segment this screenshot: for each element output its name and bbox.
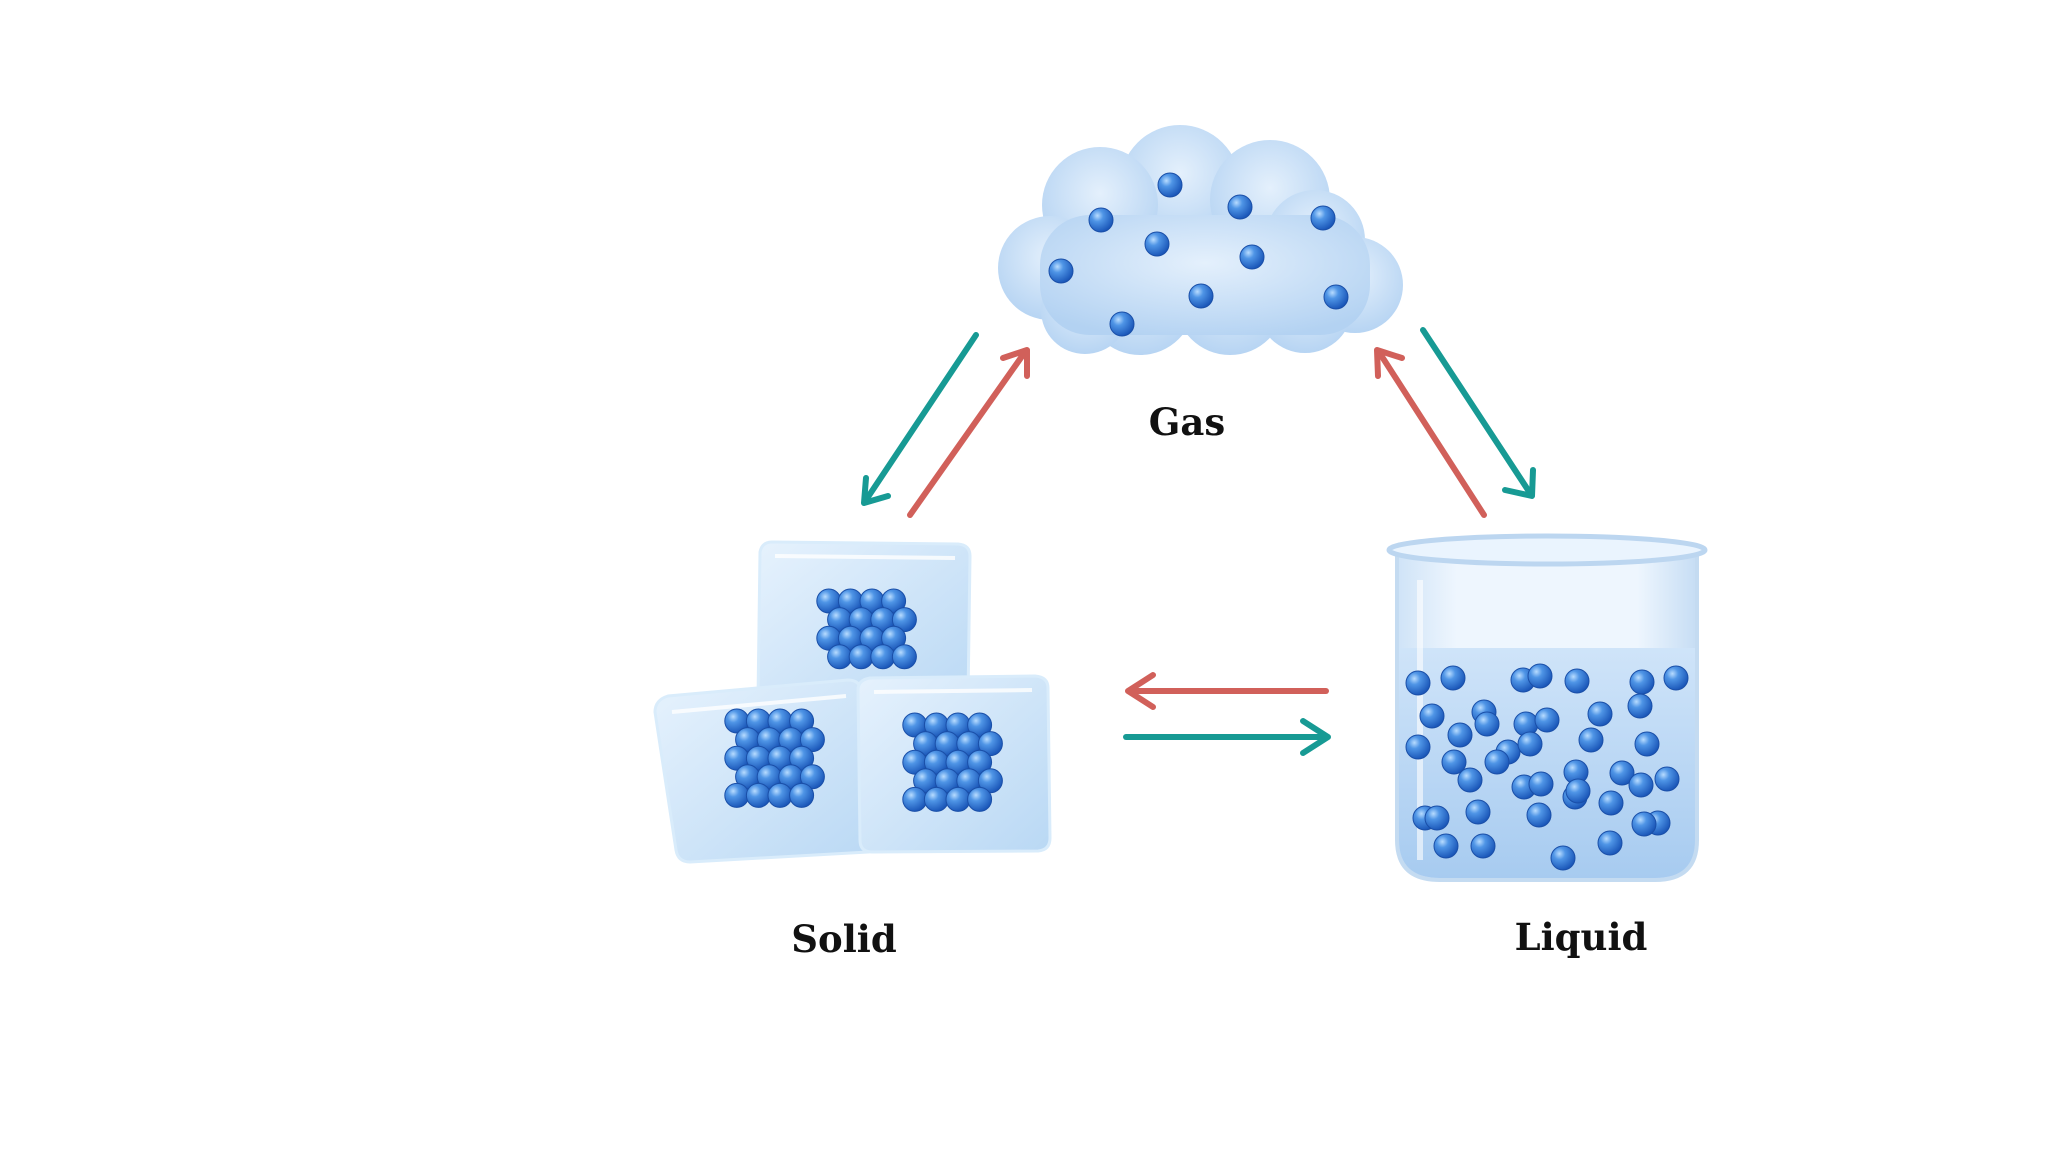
arrow-liquid-to-solid	[1125, 672, 1329, 710]
solid-particle	[745, 782, 771, 808]
liquid-particle	[1447, 722, 1473, 748]
gas-particle	[1144, 231, 1170, 257]
liquid-particle	[1609, 760, 1635, 786]
liquid-particle	[1628, 772, 1654, 798]
liquid-particle	[1474, 711, 1500, 737]
arrow-gas-to-solid	[861, 332, 979, 506]
liquid-particle	[1663, 665, 1689, 691]
liquid-particle	[1564, 668, 1590, 694]
arrow-solid-to-gas	[907, 347, 1030, 518]
liquid-particle	[1405, 670, 1431, 696]
liquid-particle	[1465, 799, 1491, 825]
arrow-liquid-to-gas	[1374, 347, 1487, 518]
liquid-particle	[1550, 845, 1576, 871]
solid-particle	[881, 588, 907, 614]
solid-particle	[977, 731, 1003, 757]
liquid-particle	[1578, 727, 1604, 753]
liquid-particle	[1441, 749, 1467, 775]
solid-particle	[827, 644, 853, 670]
liquid-particle	[1654, 766, 1680, 792]
solid-particle	[870, 644, 896, 670]
gas-particle	[1239, 244, 1265, 270]
liquid-label: Liquid	[1514, 915, 1648, 959]
arrow-solid-to-liquid	[1123, 718, 1331, 756]
liquid-particle	[1457, 767, 1483, 793]
liquid-particle	[1424, 805, 1450, 831]
gas-label: Gas	[1148, 400, 1226, 444]
gas-particle	[1188, 283, 1214, 309]
solid-particle-clusters	[724, 588, 1003, 812]
solid-label: Solid	[791, 917, 897, 961]
liquid-particle	[1526, 802, 1552, 828]
liquid-particles	[1405, 663, 1689, 871]
liquid-particle	[1634, 731, 1660, 757]
arrow-gas-to-liquid	[1420, 327, 1536, 499]
solid-particle	[789, 745, 815, 771]
liquid-particle	[1528, 771, 1554, 797]
liquid-particle	[1419, 703, 1445, 729]
solid-particle	[881, 625, 907, 651]
liquid-particle	[1470, 833, 1496, 859]
liquid-particle	[1631, 811, 1657, 837]
liquid-particle	[1587, 701, 1613, 727]
solid-particle	[967, 786, 993, 812]
solid-particle	[902, 786, 928, 812]
liquid-particle	[1629, 669, 1655, 695]
liquid-particle	[1433, 833, 1459, 859]
gas-particle	[1227, 194, 1253, 220]
liquid-particle	[1527, 663, 1553, 689]
liquid-particle	[1534, 707, 1560, 733]
solid-particle	[799, 764, 825, 790]
gas-cloud	[998, 125, 1403, 355]
solid-particle	[799, 727, 825, 753]
solid-particle	[967, 712, 993, 738]
solid-particle	[767, 782, 793, 808]
gas-particle	[1323, 284, 1349, 310]
solid-particle	[848, 644, 874, 670]
solid-particle	[977, 768, 1003, 794]
solid-particle	[724, 782, 750, 808]
gas-particle	[1048, 258, 1074, 284]
solid-particle	[967, 749, 993, 775]
solid-particle	[891, 607, 917, 633]
liquid-particle	[1517, 731, 1543, 757]
liquid-particle	[1598, 790, 1624, 816]
solid-particle	[891, 644, 917, 670]
liquid-particle	[1405, 734, 1431, 760]
gas-particle	[1310, 205, 1336, 231]
gas-particle	[1157, 172, 1183, 198]
liquid-particle	[1565, 778, 1591, 804]
liquid-particle	[1627, 693, 1653, 719]
liquid-particle	[1484, 749, 1510, 775]
gas-particle	[1088, 207, 1114, 233]
solid-particle	[789, 782, 815, 808]
solid-particle	[945, 786, 971, 812]
gas-particle	[1109, 311, 1135, 337]
solid-particle	[789, 708, 815, 734]
liquid-particle	[1440, 665, 1466, 691]
solid-particle	[923, 786, 949, 812]
gas-particles	[1048, 172, 1349, 337]
liquid-particle	[1597, 830, 1623, 856]
